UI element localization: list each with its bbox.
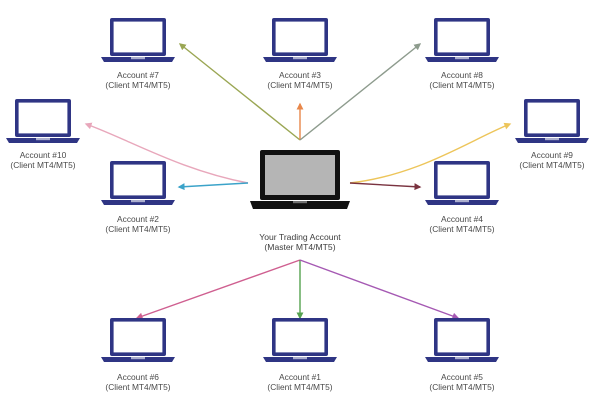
arrow-to-account-7 [178, 43, 301, 141]
account-label: Account #4 [441, 214, 483, 224]
laptop-icon [515, 99, 589, 143]
account-label: Account #3 [279, 70, 321, 80]
laptop-icon [425, 318, 499, 362]
master-node: Your Trading Account(Master MT4/MT5) [250, 150, 350, 252]
client-node-account-9: Account #9(Client MT4/MT5) [515, 99, 589, 170]
master-label: Your Trading Account [259, 232, 341, 242]
client-node-account-8: Account #8(Client MT4/MT5) [425, 18, 499, 90]
client-node-account-1: Account #1(Client MT4/MT5) [263, 318, 337, 392]
account-subtitle: (Client MT4/MT5) [429, 224, 494, 234]
client-node-account-6: Account #6(Client MT4/MT5) [101, 318, 175, 392]
account-label: Account #1 [279, 372, 321, 382]
arrow-to-account-8 [299, 43, 422, 141]
account-subtitle: (Client MT4/MT5) [105, 382, 170, 392]
laptop-icon [101, 161, 175, 205]
arrow-to-account-2 [177, 182, 249, 191]
account-label: Account #6 [117, 372, 159, 382]
account-label: Account #10 [20, 150, 67, 160]
laptop-icon [263, 318, 337, 362]
client-node-account-5: Account #5(Client MT4/MT5) [425, 318, 499, 392]
master-subtitle: (Master MT4/MT5) [264, 242, 335, 252]
laptop-icon [6, 99, 80, 143]
account-subtitle: (Client MT4/MT5) [10, 160, 75, 170]
laptop-icon [101, 318, 175, 362]
client-node-account-10: Account #10(Client MT4/MT5) [6, 99, 80, 170]
arrow-to-account-10 [84, 122, 249, 184]
account-subtitle: (Client MT4/MT5) [267, 80, 332, 90]
client-node-account-7: Account #7(Client MT4/MT5) [101, 18, 175, 90]
account-label: Account #8 [441, 70, 483, 80]
nodes-layer: Account #7(Client MT4/MT5)Account #3(Cli… [6, 18, 589, 392]
arrow-to-account-6 [135, 259, 301, 320]
laptop-icon [263, 18, 337, 62]
account-subtitle: (Client MT4/MT5) [429, 80, 494, 90]
laptop-icon [250, 150, 350, 209]
client-node-account-2: Account #2(Client MT4/MT5) [101, 161, 175, 234]
account-subtitle: (Client MT4/MT5) [519, 160, 584, 170]
account-label: Account #5 [441, 372, 483, 382]
account-label: Account #7 [117, 70, 159, 80]
laptop-icon [101, 18, 175, 62]
arrows-layer [84, 43, 512, 320]
arrow-to-account-9 [349, 122, 512, 184]
client-node-account-3: Account #3(Client MT4/MT5) [263, 18, 337, 90]
account-label: Account #2 [117, 214, 159, 224]
laptop-icon [425, 161, 499, 205]
arrow-to-account-5 [299, 259, 460, 320]
client-node-account-4: Account #4(Client MT4/MT5) [425, 161, 499, 234]
laptop-icon [425, 18, 499, 62]
account-subtitle: (Client MT4/MT5) [429, 382, 494, 392]
account-subtitle: (Client MT4/MT5) [105, 80, 170, 90]
arrow-to-account-4 [349, 182, 422, 191]
account-label: Account #9 [531, 150, 573, 160]
account-subtitle: (Client MT4/MT5) [267, 382, 332, 392]
account-subtitle: (Client MT4/MT5) [105, 224, 170, 234]
